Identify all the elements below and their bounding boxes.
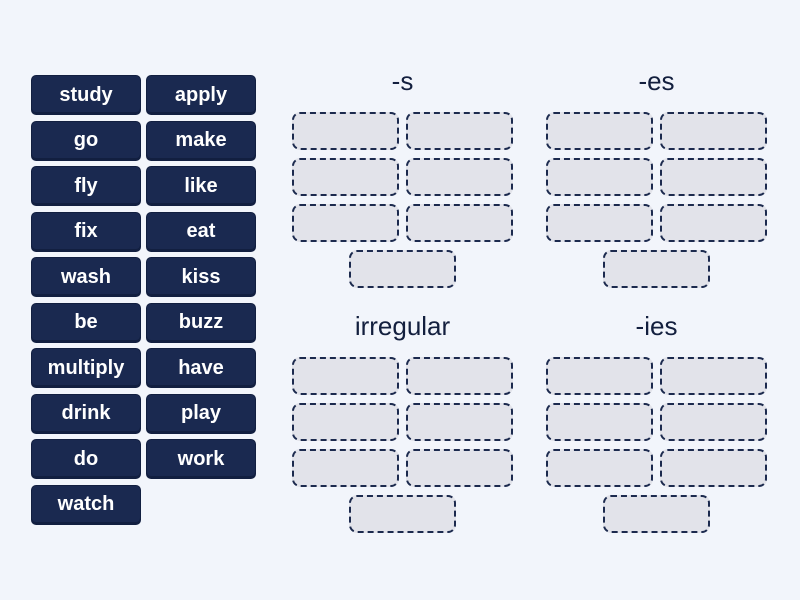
- slot-grid: [546, 357, 767, 487]
- drop-slot[interactable]: [292, 204, 399, 242]
- drop-slot[interactable]: [406, 403, 513, 441]
- slot-grid: [292, 112, 513, 242]
- drop-slot[interactable]: [660, 357, 767, 395]
- drop-slot[interactable]: [406, 158, 513, 196]
- word-tile-watch[interactable]: watch: [31, 484, 141, 525]
- category-es: -es: [546, 64, 767, 288]
- drop-slot[interactable]: [292, 403, 399, 441]
- category-title: -es: [638, 66, 675, 96]
- drop-slot[interactable]: [660, 204, 767, 242]
- word-tile-apply[interactable]: apply: [146, 75, 256, 115]
- category-title: -s: [391, 66, 414, 96]
- drop-slot[interactable]: [292, 449, 399, 487]
- drop-slot[interactable]: [349, 495, 456, 533]
- word-tile-kiss[interactable]: kiss: [146, 257, 256, 297]
- word-tile-wash[interactable]: wash: [31, 257, 141, 297]
- drop-slot[interactable]: [292, 158, 399, 196]
- drop-slot[interactable]: [546, 204, 653, 242]
- word-tile-study[interactable]: study: [31, 75, 141, 115]
- word-tile-fix[interactable]: fix: [31, 211, 141, 252]
- word-tile-fly[interactable]: fly: [31, 166, 141, 206]
- slot-grid: [546, 112, 767, 242]
- word-tile-work[interactable]: work: [146, 439, 256, 479]
- category-irregular: irregular: [292, 309, 513, 533]
- drop-slot[interactable]: [546, 449, 653, 487]
- category-title: -ies: [635, 311, 678, 341]
- drop-slot[interactable]: [546, 112, 653, 150]
- drop-slot[interactable]: [292, 357, 399, 395]
- word-tile-go[interactable]: go: [31, 120, 141, 161]
- word-tile-have[interactable]: have: [146, 348, 256, 388]
- word-tile-buzz[interactable]: buzz: [146, 302, 256, 343]
- drop-slot[interactable]: [406, 357, 513, 395]
- drop-slot[interactable]: [660, 158, 767, 196]
- drop-slot[interactable]: [349, 250, 456, 288]
- slot-grid: [292, 357, 513, 487]
- drop-slot[interactable]: [660, 112, 767, 150]
- word-tile-drink[interactable]: drink: [31, 393, 141, 434]
- word-tile-play[interactable]: play: [146, 393, 256, 434]
- drop-slot[interactable]: [406, 112, 513, 150]
- word-tile-do[interactable]: do: [31, 439, 141, 479]
- drop-slot[interactable]: [546, 403, 653, 441]
- category-ies: -ies: [546, 309, 767, 533]
- drop-slot[interactable]: [660, 403, 767, 441]
- word-tile-like[interactable]: like: [146, 166, 256, 206]
- category-s: -s: [292, 64, 513, 288]
- word-tile-eat[interactable]: eat: [146, 211, 256, 252]
- drop-slot[interactable]: [406, 449, 513, 487]
- drop-slot[interactable]: [546, 357, 653, 395]
- drop-slot[interactable]: [660, 449, 767, 487]
- drop-slot[interactable]: [546, 158, 653, 196]
- word-tile-make[interactable]: make: [146, 120, 256, 161]
- category-title: irregular: [354, 311, 451, 341]
- word-tile-multiply[interactable]: multiply: [31, 348, 141, 388]
- word-tile-be[interactable]: be: [31, 302, 141, 343]
- drop-slot[interactable]: [603, 250, 710, 288]
- drop-slot[interactable]: [406, 204, 513, 242]
- drop-slot[interactable]: [603, 495, 710, 533]
- drop-slot[interactable]: [292, 112, 399, 150]
